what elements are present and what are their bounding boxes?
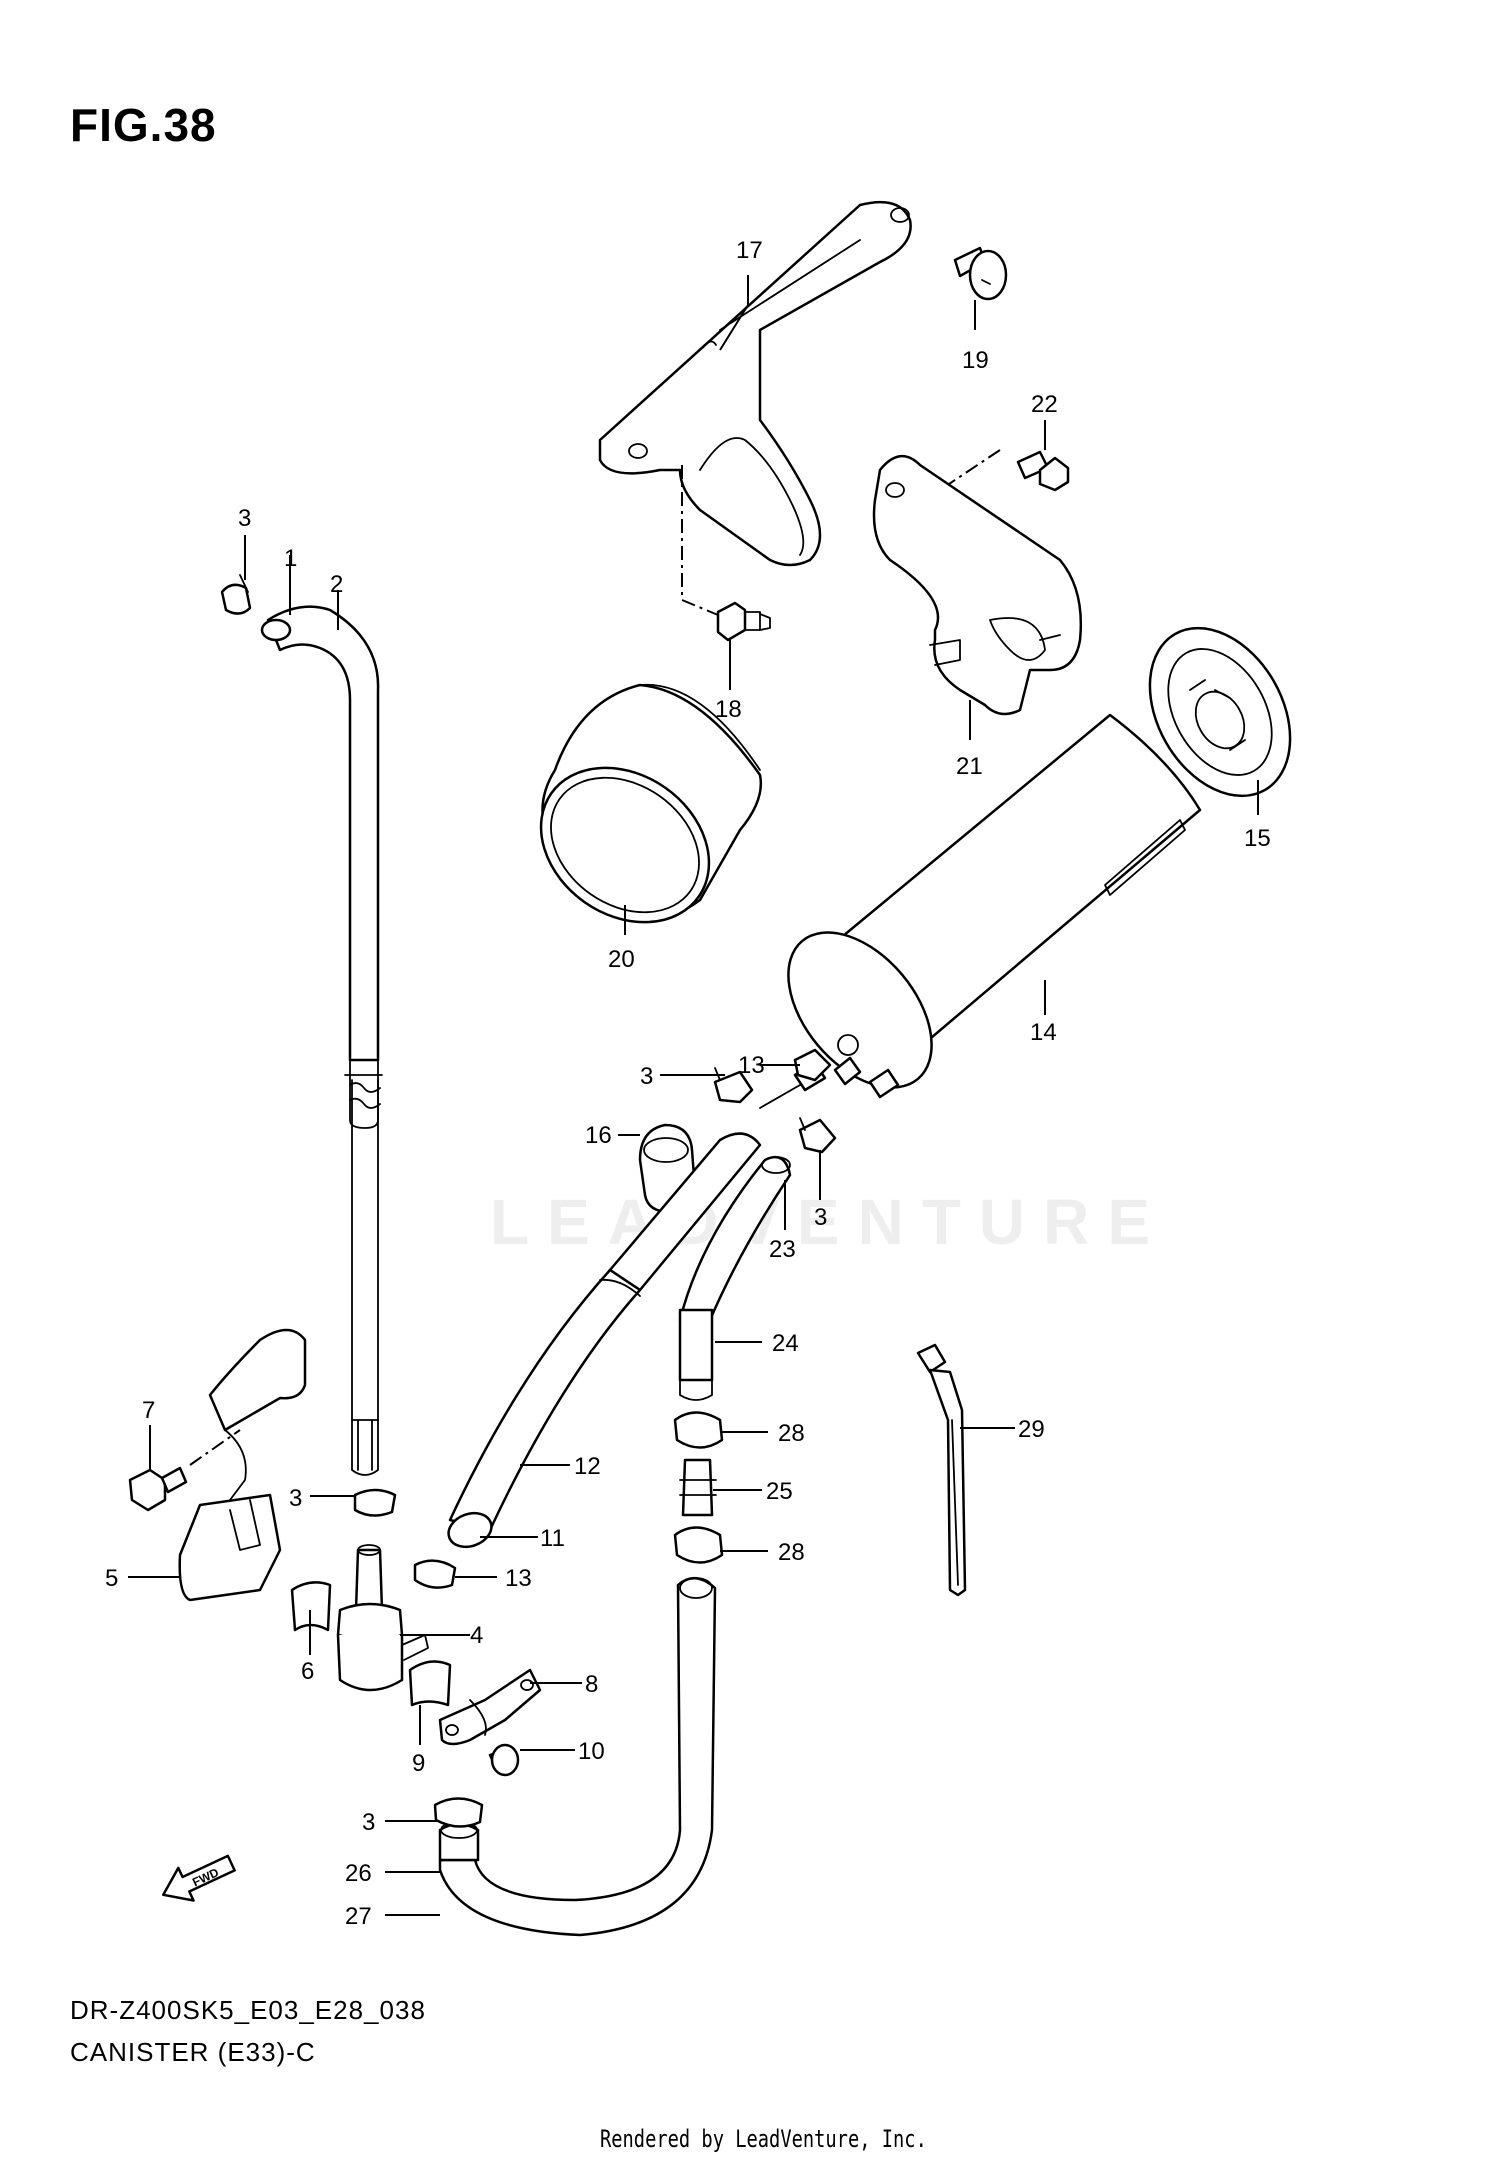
callout-18: 18 [715, 696, 742, 723]
bracket-part-5[interactable] [178, 1328, 307, 1602]
callout-25: 25 [766, 1478, 793, 1505]
hose-part-24[interactable] [678, 1308, 714, 1401]
callout-3-b: 3 [640, 1063, 653, 1090]
clamp-part-3-c[interactable] [798, 1117, 837, 1154]
callout-3-d: 3 [362, 1809, 375, 1836]
callout-20: 20 [608, 946, 635, 973]
callout-21: 21 [956, 753, 983, 780]
model-code: DR-Z400SK5_E03_E28_038 [70, 1995, 426, 2025]
cap-part-15[interactable] [1121, 603, 1318, 821]
callout-8: 8 [585, 1671, 598, 1698]
bolt-part-7[interactable] [128, 1466, 188, 1512]
callout-28-a: 28 [778, 1420, 805, 1447]
callout-9: 9 [412, 1750, 425, 1777]
clamp-part-28-b[interactable] [673, 1526, 724, 1564]
dash-guide-7-5 [189, 1429, 241, 1466]
clamp-part-13-a[interactable] [793, 1048, 832, 1082]
hose-part-12[interactable] [444, 1132, 762, 1553]
hose-part-2[interactable] [266, 605, 383, 1476]
hose-part-27[interactable] [438, 1577, 717, 1937]
figure-title: FIG.38 [70, 99, 217, 151]
rendered-by-credit: Rendered by LeadVenture, Inc. [600, 2125, 927, 2153]
cushion-part-6[interactable] [290, 1581, 332, 1632]
bracket-part-17[interactable] [598, 200, 912, 567]
section-name: CANISTER (E33)-C [70, 2037, 316, 2067]
callout-3-c: 3 [814, 1204, 827, 1231]
fwd-direction-arrow: FWD [162, 1854, 236, 1902]
callout-1: 1 [284, 545, 297, 572]
clamp-part-3-d[interactable] [433, 1797, 484, 1828]
callout-24: 24 [772, 1330, 799, 1357]
callout-16: 16 [585, 1122, 612, 1149]
clamp-part-13-b[interactable] [413, 1559, 457, 1589]
cable-tie-part-29[interactable] [916, 1343, 967, 1597]
callout-29: 29 [1018, 1416, 1045, 1443]
callout-13-b: 13 [505, 1565, 532, 1592]
cap-part-20[interactable] [511, 683, 763, 954]
bolt-part-18[interactable] [716, 601, 771, 642]
clamp-part-28-a[interactable] [673, 1411, 724, 1449]
callout-3-a: 3 [238, 505, 251, 532]
callout-23: 23 [769, 1236, 796, 1263]
callout-labels: 17 19 22 3 1 2 18 21 15 20 14 3 13 16 3 … [105, 237, 1271, 1930]
joint-part-25[interactable] [679, 1458, 717, 1517]
callout-28-b: 28 [778, 1539, 805, 1566]
callout-27: 27 [345, 1903, 372, 1930]
callout-22: 22 [1031, 391, 1058, 418]
callout-15: 15 [1244, 825, 1271, 852]
callout-6: 6 [301, 1658, 314, 1685]
fwd-label: FWD [190, 1865, 221, 1889]
callout-4: 4 [470, 1622, 483, 1649]
callout-5: 5 [105, 1565, 118, 1592]
callout-3-e: 3 [289, 1485, 302, 1512]
screw-part-10[interactable] [488, 1743, 520, 1777]
callout-19: 19 [962, 347, 989, 374]
bracket-part-21[interactable] [872, 455, 1083, 716]
callout-17: 17 [736, 237, 763, 264]
cushion-part-9[interactable] [408, 1660, 452, 1707]
callout-26: 26 [345, 1860, 372, 1887]
clamp-part-3-a[interactable] [220, 574, 252, 615]
valve-part-4[interactable] [336, 1544, 429, 1692]
callout-2: 2 [330, 571, 343, 598]
callout-12: 12 [574, 1453, 601, 1480]
leader-lines [128, 275, 1259, 1916]
callout-13-a: 13 [738, 1052, 765, 1079]
hose-part-23[interactable] [678, 1155, 792, 1322]
bracket-part-8[interactable] [438, 1668, 542, 1746]
clamp-part-3-e[interactable] [353, 1488, 397, 1517]
callout-11: 11 [540, 1525, 565, 1552]
bolt-part-19[interactable] [953, 246, 1008, 301]
dash-guide-17-18 [681, 465, 719, 616]
clamp-part-3-b[interactable] [713, 1067, 754, 1104]
callout-10: 10 [578, 1738, 605, 1765]
callout-14: 14 [1030, 1019, 1057, 1046]
bolt-part-22[interactable] [1016, 450, 1070, 492]
hose-end-part-1[interactable] [260, 618, 292, 642]
callout-7: 7 [142, 1397, 155, 1424]
